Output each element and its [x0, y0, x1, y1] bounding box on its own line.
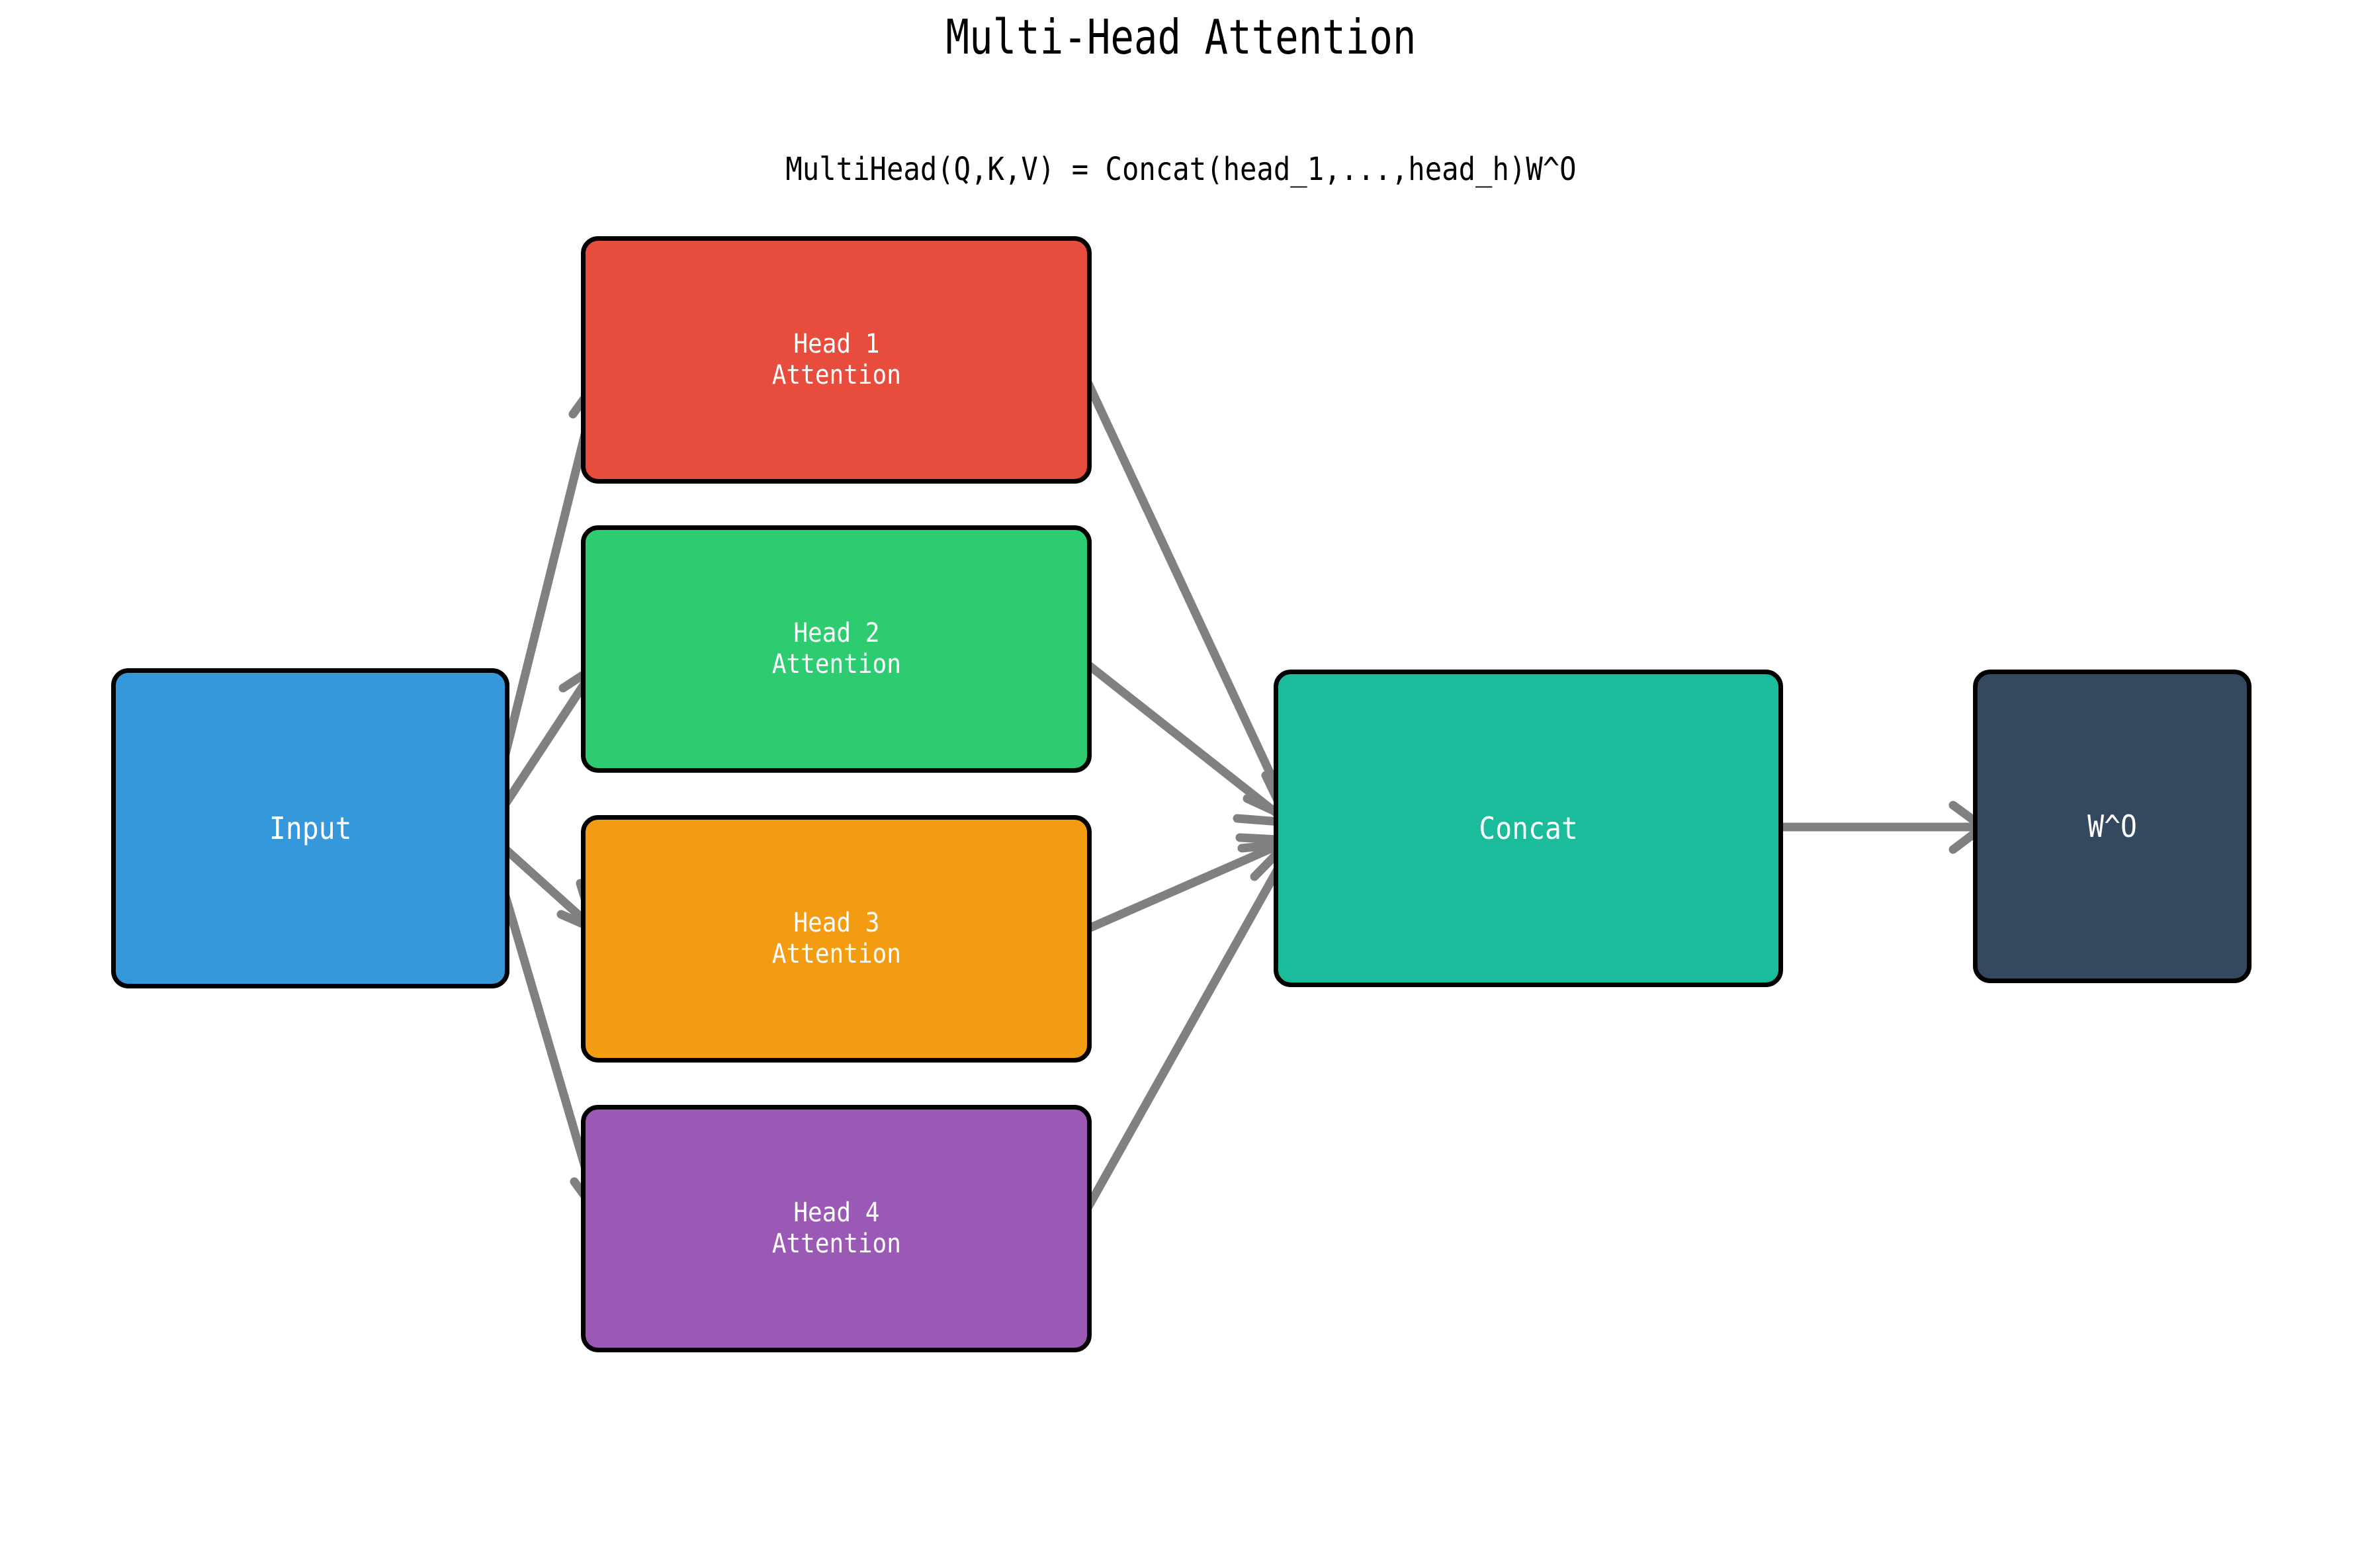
- node-head-1-line2: Attention: [771, 360, 901, 390]
- node-head-1-line1: Head 1: [793, 328, 880, 359]
- edge-concat-projection: [1761, 801, 1988, 854]
- edge-head1-concat: [1080, 370, 1299, 824]
- formula-annotation: MultiHead(Q,K,V) = Concat(head_1,...,hea…: [785, 151, 1577, 188]
- page-title: Multi-Head Attention: [945, 9, 1417, 65]
- node-output-projection-label: W^O: [2087, 808, 2137, 844]
- node-output-projection[interactable]: W^O: [1973, 670, 2252, 983]
- edge-head4-concat: [1078, 839, 1299, 1222]
- node-head-4-line2: Attention: [771, 1229, 901, 1259]
- node-input[interactable]: Input: [111, 668, 509, 988]
- node-concat-label: Concat: [1479, 810, 1578, 846]
- edge-head3-concat: [1074, 833, 1295, 937]
- node-head-3-line2: Attention: [771, 939, 901, 969]
- node-head-4-line1: Head 4: [793, 1197, 880, 1228]
- node-head-3-line1: Head 3: [793, 907, 880, 938]
- node-head-2-line1: Head 2: [793, 617, 880, 648]
- node-head-2-line2: Attention: [771, 649, 901, 679]
- node-input-label: Input: [269, 810, 352, 846]
- node-concat[interactable]: Concat: [1274, 670, 1783, 987]
